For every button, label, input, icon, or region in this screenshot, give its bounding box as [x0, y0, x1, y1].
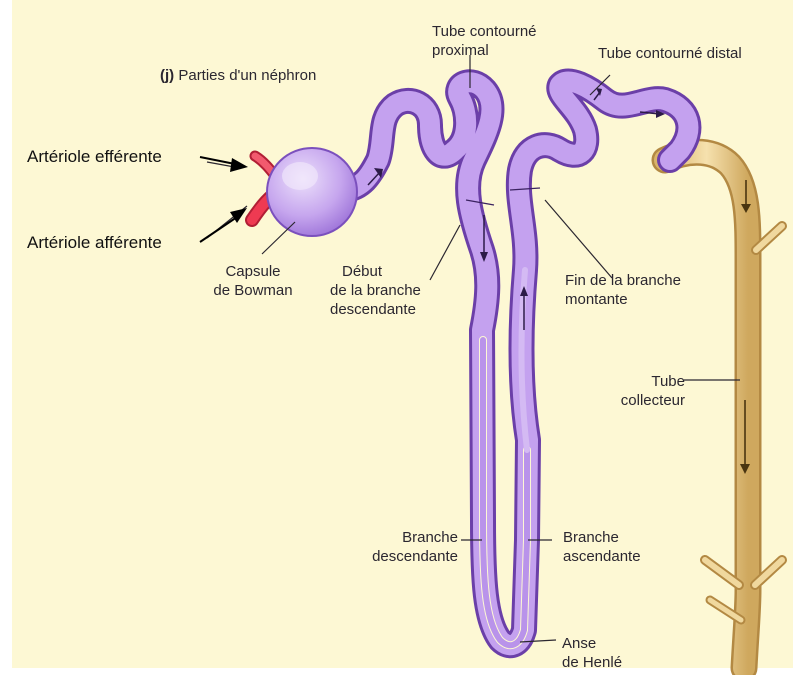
label-ascending-limb: Branche ascendante: [563, 528, 641, 566]
label-collecting-line1: Tube: [610, 372, 685, 391]
label-descending-limb-line2: descendante: [340, 547, 458, 566]
label-ascending-end: Fin de la branche montante: [565, 271, 681, 309]
label-ascending-end-line2: montante: [565, 290, 681, 309]
label-descending-limb: Branche descendante: [340, 528, 458, 566]
label-proximal-line2: proximal: [432, 41, 537, 60]
label-bowman-line2: de Bowman: [198, 281, 308, 300]
label-bowman-capsule: Capsule de Bowman: [198, 262, 308, 300]
label-distal-tubule: Tube contourné distal: [598, 44, 742, 63]
figure-title: (j) Parties d'un néphron: [160, 67, 316, 84]
label-loop-line2: de Henlé: [562, 653, 622, 672]
label-loop-line1: Anse: [562, 634, 622, 653]
figure-marker: (j): [160, 67, 174, 84]
bowman-capsule: [267, 148, 357, 236]
label-ascending-limb-line2: ascendante: [563, 547, 641, 566]
label-bowman-line1: Capsule: [198, 262, 308, 281]
label-collecting-line2: collecteur: [610, 391, 685, 410]
label-descending-start-line3: descendante: [330, 300, 421, 319]
label-descending-start: Début de la branche descendante: [330, 262, 421, 319]
label-ascending-limb-line1: Branche: [563, 528, 641, 547]
label-proximal-line1: Tube contourné: [432, 22, 537, 41]
label-loop-of-henle: Anse de Henlé: [562, 634, 622, 672]
label-collecting-duct: Tube collecteur: [610, 372, 685, 410]
label-afferent-arteriole: Artériole afférente: [27, 233, 162, 252]
label-efferent-arteriole: Artériole efférente: [27, 147, 162, 166]
label-descending-limb-line1: Branche: [340, 528, 458, 547]
label-descending-start-line1: Début: [330, 262, 421, 281]
label-descending-start-line2: de la branche: [330, 281, 421, 300]
label-proximal-tubule: Tube contourné proximal: [432, 22, 537, 60]
figure-title-text: Parties d'un néphron: [178, 67, 316, 84]
label-ascending-end-line1: Fin de la branche: [565, 271, 681, 290]
